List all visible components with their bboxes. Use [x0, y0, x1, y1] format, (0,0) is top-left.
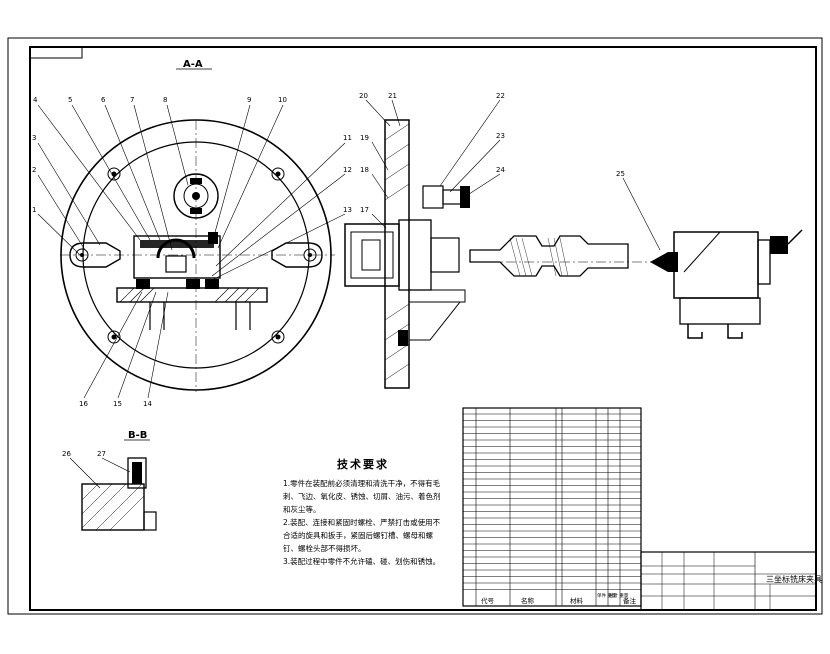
callout-22: 22: [496, 92, 505, 100]
bb-block: [81, 483, 145, 531]
section-aa-label: A-A: [183, 59, 203, 70]
callout-9: 9: [247, 96, 251, 104]
bom-header-total-weight: 总计 重量: [609, 592, 629, 599]
callout-21: 21: [388, 92, 397, 100]
base-plate: [116, 287, 268, 303]
callout-6: 6: [101, 96, 106, 104]
title-block-name: 三坐标铣床夹具: [766, 574, 822, 584]
callout-27: 27: [97, 450, 106, 458]
technical-requirement-2: 2.装配、连接和紧固时螺栓、严禁打击或使用不合适的旋具和扳手，紧固后螺钉槽、螺母…: [283, 518, 441, 553]
callout-24: 24: [496, 166, 505, 174]
vertical-face-plate: [384, 119, 410, 389]
title-block: 三坐标铣床夹具: [640, 551, 822, 611]
callout-2: 2: [32, 166, 36, 174]
callout-18: 18: [360, 166, 369, 174]
clamp-screw-housing: [422, 185, 444, 209]
callout-7: 7: [130, 96, 134, 104]
callout-14: 14: [143, 400, 152, 408]
section-bb-label: B-B: [128, 430, 147, 441]
callout-10: 10: [278, 96, 287, 104]
tailstock-body: [673, 231, 759, 299]
section-bb-view: B-B 26 27: [62, 430, 157, 531]
right-clamp-arm: [271, 242, 323, 268]
callout-17: 17: [360, 206, 369, 214]
sheet-inner-border: [29, 46, 817, 611]
callout-5: 5: [68, 96, 72, 104]
technical-requirement-3: 3.装配过程中零件不允许磕、碰、划伤和锈蚀。: [283, 557, 441, 566]
callout-12: 12: [343, 166, 352, 174]
bom-header-unit-weight: 单件 重量: [597, 592, 617, 599]
callout-4: 4: [33, 96, 38, 104]
bom-header-name: 名称: [521, 596, 535, 605]
disc-bolt-holes: [107, 167, 285, 344]
tailstock-center: [650, 252, 678, 272]
crankshaft-workpiece: [469, 235, 629, 277]
callout-3: 3: [32, 134, 36, 142]
side-section-view: 20 21 19 18 17 22 23 24 25: [344, 92, 803, 389]
bom-header-material: 材料: [570, 596, 584, 605]
callout-16: 16: [79, 400, 88, 408]
callout-20: 20: [359, 92, 368, 100]
callout-19: 19: [360, 134, 369, 142]
callout-26: 26: [62, 450, 71, 458]
parts-list-table: 代号 名称 材料 单件 重量 总计 重量 备注: [462, 407, 642, 607]
callout-15: 15: [113, 400, 122, 408]
technical-requirements: 技术要求 1.零件在装配前必须清理和清洗干净，不得有毛刺、飞边、氧化皮、锈蚀、切…: [283, 458, 443, 568]
technical-requirement-1: 1.零件在装配前必须清理和清洗干净，不得有毛刺、飞边、氧化皮、锈蚀、切屑、油污、…: [283, 479, 441, 514]
left-clamp-arm: [69, 242, 121, 268]
section-aa-view: A-A: [32, 59, 352, 408]
callout-8: 8: [163, 96, 167, 104]
sheet-outer-border: [7, 37, 823, 615]
bom-header-code: 代号: [481, 596, 495, 605]
technical-requirements-title: 技术要求: [337, 458, 389, 471]
chuck-hub: [344, 223, 400, 287]
callout-1: 1: [32, 206, 36, 214]
callout-25: 25: [616, 170, 625, 178]
callout-13: 13: [343, 206, 352, 214]
bom-header-remarks: 备注: [623, 596, 637, 605]
callout-23: 23: [496, 132, 505, 140]
top-locating-ring: [173, 173, 219, 219]
drawing-number-box: [29, 46, 83, 59]
callout-11: 11: [343, 134, 352, 142]
central-clamp-body: [133, 235, 221, 279]
